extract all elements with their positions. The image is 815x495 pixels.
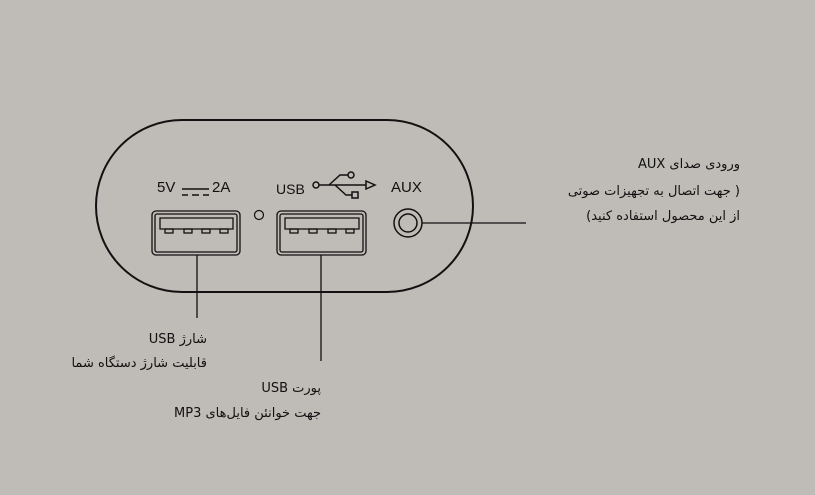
charge-usb-port bbox=[151, 210, 241, 256]
charge-callout-title: شارژ USB bbox=[148, 332, 207, 347]
port-callout-title: پورت USB bbox=[261, 381, 321, 396]
aux-callout-line2: ( جهت اتصال به تجهیزات صوتی bbox=[567, 184, 740, 199]
aux-callout-line3: از این محصول استفاده کنید) bbox=[586, 209, 740, 224]
voltage-label: 5V bbox=[157, 179, 176, 196]
usb-symbol-icon bbox=[312, 171, 377, 199]
charge-callout-line2: قابلیت شارژ دستگاه شما bbox=[71, 356, 207, 371]
device-outline bbox=[95, 119, 474, 293]
port-callout-line2: جهت خوانئن فایل‌های MP3 bbox=[174, 406, 321, 421]
current-label: 2A bbox=[212, 179, 231, 196]
aux-label: AUX bbox=[391, 179, 422, 196]
data-usb-port bbox=[276, 210, 367, 256]
aux-jack bbox=[393, 208, 423, 238]
usb-label: USB bbox=[276, 181, 305, 197]
led-indicator bbox=[253, 209, 265, 221]
aux-callout-title: ورودی صدای AUX bbox=[637, 157, 740, 172]
dc-symbol-icon bbox=[182, 188, 209, 196]
